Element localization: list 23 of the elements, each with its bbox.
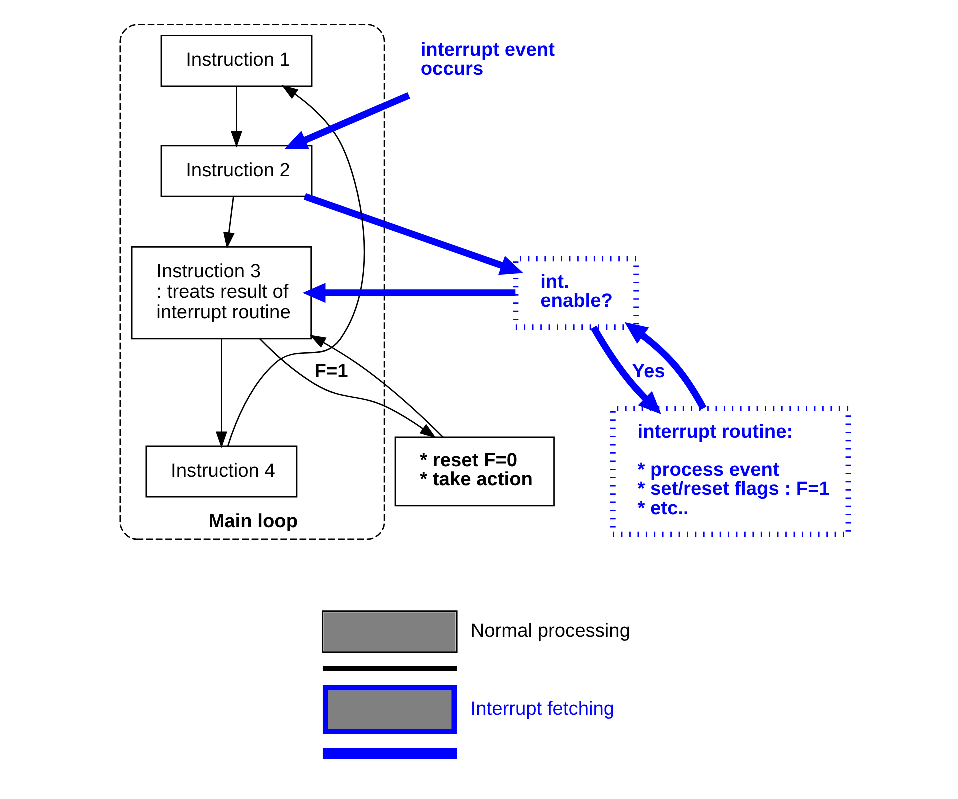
arrow xyxy=(304,193,524,276)
arrow xyxy=(284,92,410,150)
edge-label: F=1 xyxy=(314,362,348,383)
edge-label: Yes xyxy=(632,362,666,383)
node-box: Instruction 1 xyxy=(160,35,313,88)
arrow xyxy=(260,338,436,438)
node-box: * reset F=0 * take action xyxy=(394,436,555,507)
arrow xyxy=(231,86,243,148)
node-box: Instruction 4 xyxy=(146,446,298,498)
node-text: interrupt event occurs xyxy=(420,40,555,80)
node-box: int. enable? xyxy=(513,256,640,330)
legend-label: Interrupt fetching xyxy=(470,698,615,720)
node-box: Instruction 2 xyxy=(160,145,313,198)
arrow xyxy=(216,339,228,448)
node-box: Instruction 3 : treats result of interrupt routine xyxy=(131,246,312,340)
arrow xyxy=(223,196,235,250)
arrow xyxy=(302,283,516,304)
node-box: interrupt routine: * process event * set/reset flags : F=1 * etc.. xyxy=(610,406,852,538)
arrow xyxy=(624,322,707,410)
arrow xyxy=(310,335,444,438)
arrow xyxy=(227,85,366,447)
arrow xyxy=(590,326,662,415)
legend-label: Normal processing xyxy=(470,620,630,642)
